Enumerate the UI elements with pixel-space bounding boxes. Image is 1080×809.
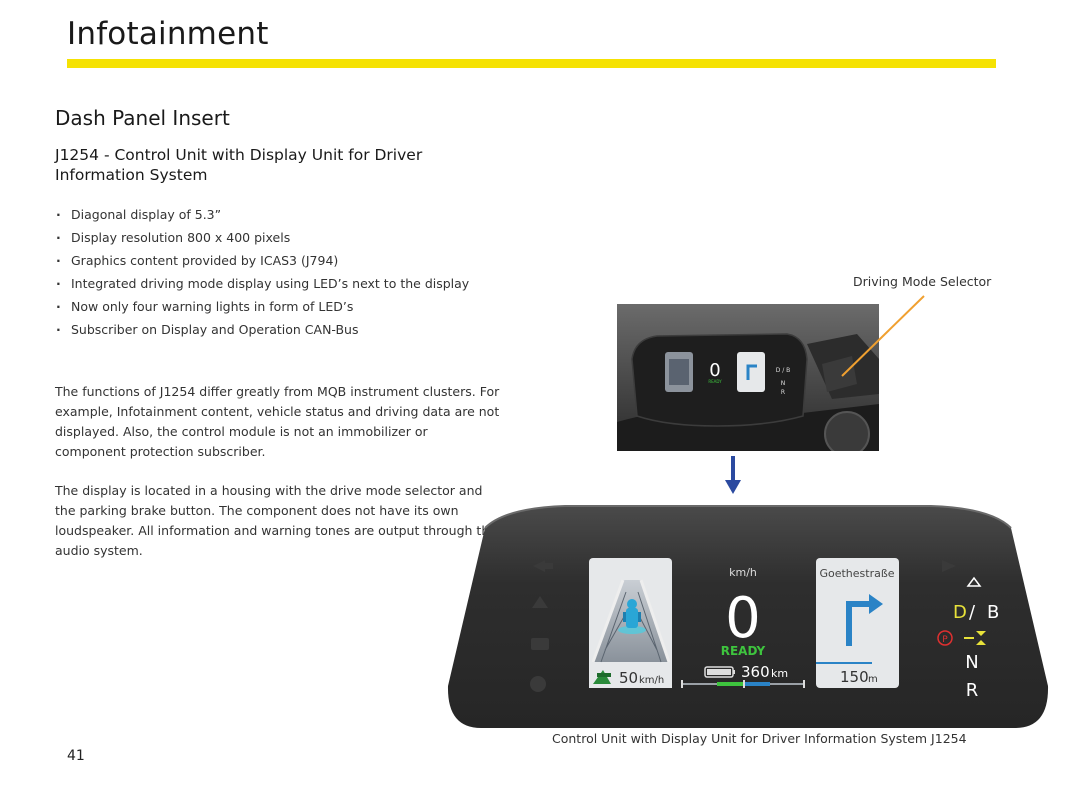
speed-unit: km/h [729,566,757,579]
bullet-item: Display resolution 800 x 400 pixels [55,228,469,251]
gear-d: D [953,602,967,623]
parking-brake-icon: P [937,630,953,646]
photo-gear-r: R [781,389,785,396]
gear-r: R [966,680,979,701]
bullet-list: Diagonal display of 5.3” Display resolut… [55,205,469,343]
paragraph-location: The display is located in a housing with… [55,483,497,558]
gear-b: B [987,602,999,623]
speed-value: 0 [725,586,761,651]
lane-assist-icon [593,670,611,684]
gear-selector-marker-icon [964,631,986,645]
gear-separator: / [969,602,976,623]
car-icon [623,599,641,628]
turn-signal-right-icon [942,560,956,572]
photo-ready: READY [708,379,722,384]
speed-limit-value: 50 [619,669,638,687]
range-unit: km [771,667,788,680]
photo-gear-n: N [781,380,786,387]
gear-up-arrow-icon [966,576,982,587]
instrument-cluster: 50 km/h km/h 0 READY 360 km Goethestraße… [447,505,1049,728]
page-number: 41 [67,748,85,764]
bullet-item: Subscriber on Display and Operation CAN-… [55,320,469,343]
ready-status: READY [721,644,766,658]
energy-bar [681,680,805,688]
turn-right-arrow-icon [846,594,883,646]
driving-mode-selector-label: Driving Mode Selector [853,274,992,289]
label-leader-line [841,295,925,377]
speed-limit-unit: km/h [639,675,664,686]
bullet-item: Diagonal display of 5.3” [55,205,469,228]
range-value: 360 [741,663,770,681]
nav-distance-unit: m [868,674,878,685]
cockpit-photo: 0 READY D / B N R [617,304,879,451]
page-title: Infotainment [67,16,269,52]
battery-icon [704,666,735,678]
section-title: Dash Panel Insert [55,106,230,130]
parking-symbol: P [942,635,948,645]
nav-distance-value: 150 [840,668,869,686]
subheading: J1254 - Control Unit with Display Unit f… [55,146,423,184]
bullet-item: Integrated driving mode display using LE… [55,274,469,297]
photo-right-screen [737,352,765,392]
warning-led-icons [530,560,553,692]
paragraph-functions: The functions of J1254 differ greatly fr… [55,384,500,459]
bullet-item: Graphics content provided by ICAS3 (J794… [55,251,469,274]
nav-street: Goethestraße [819,567,894,580]
bullet-item: Now only four warning lights in form of … [55,297,469,320]
photo-gears: D / B [776,367,791,374]
navigation-panel [816,558,899,688]
down-arrow-icon [725,456,741,494]
title-underline [67,59,996,68]
gear-n: N [965,652,978,673]
figure-caption: Control Unit with Display Unit for Drive… [552,731,967,746]
photo-speed: 0 [709,360,720,381]
